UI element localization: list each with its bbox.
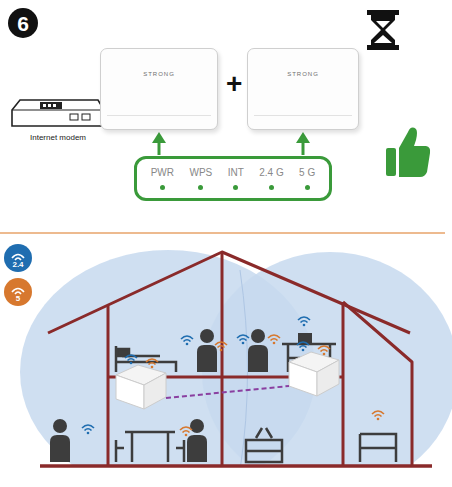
led-dot (269, 185, 274, 190)
wifi-symbol (10, 286, 26, 295)
led-column: PWR (151, 167, 174, 190)
band-icon: 5 (4, 278, 32, 306)
modem-device: Internet modem (4, 96, 112, 142)
callout-number: 6 (17, 13, 29, 34)
led-panel: PWR WPS INT 2.4 G 5 G (134, 156, 332, 201)
device-label: Internet modem (4, 133, 112, 142)
led-column: INT (228, 167, 244, 190)
led-dot (198, 185, 203, 190)
plus-sign: + (226, 70, 242, 98)
band-label: 2.4 (12, 261, 23, 269)
led-column: 2.4 G (259, 167, 283, 190)
led-label: WPS (189, 167, 212, 178)
unit-seam (254, 115, 352, 116)
mesh-unit: STRONG (247, 48, 359, 130)
modem-body (10, 96, 106, 130)
mesh-unit: STRONG (100, 48, 218, 130)
led-label: INT (228, 167, 244, 178)
led-dot (233, 185, 238, 190)
led-label: 2.4 G (259, 167, 283, 178)
brand-label: STRONG (248, 71, 358, 77)
led-label: 5 G (299, 167, 315, 178)
step-badge: 6 (8, 8, 38, 38)
led-column: WPS (189, 167, 212, 190)
pointer-arrow (152, 132, 166, 155)
unit-seam (107, 115, 211, 116)
led-column: 5 G (299, 167, 315, 190)
led-dot (305, 185, 310, 190)
wifi-symbol (10, 252, 26, 261)
pointer-arrow (296, 132, 310, 155)
led-dot (160, 185, 165, 190)
led-label: PWR (151, 167, 174, 178)
brand-label: STRONG (101, 71, 217, 77)
band-icon: 2.4 (4, 244, 32, 272)
band-label: 5 (16, 295, 20, 303)
